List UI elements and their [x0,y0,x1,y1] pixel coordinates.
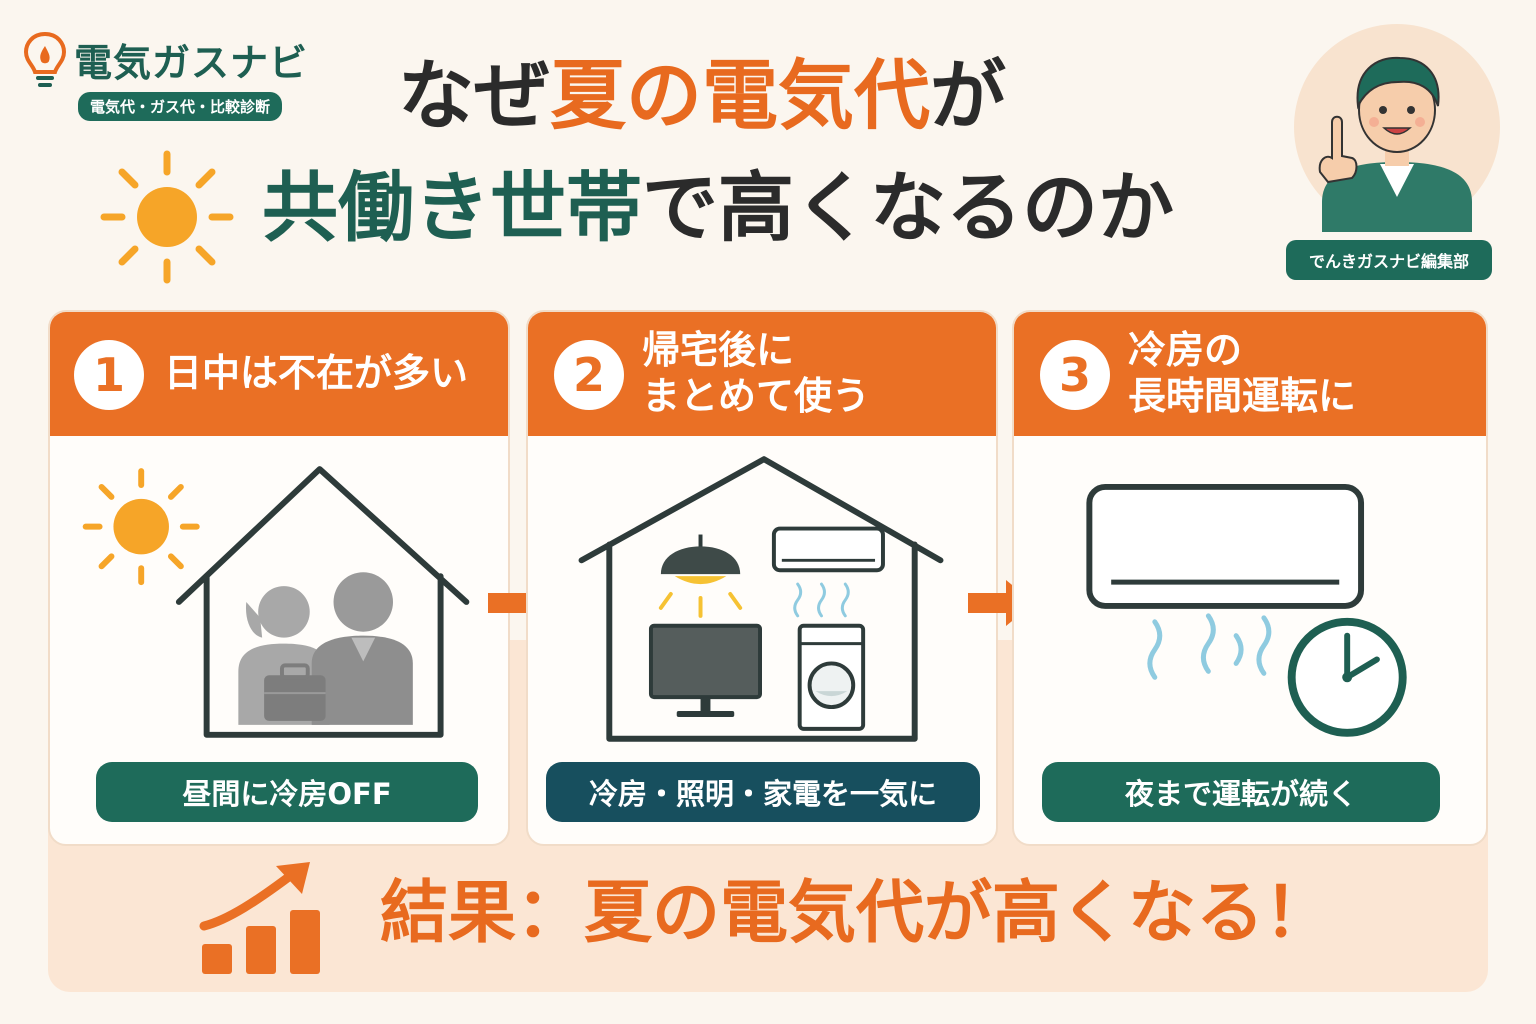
title-accent: 夏の電気代 [550,51,930,140]
step-heading-line: まとめて使う [642,374,871,418]
sun-icon [82,468,200,586]
rising-bar-chart-icon [199,862,320,974]
editor-label: でんきガスナビ編集部 [1286,240,1492,280]
step-header: 2 帰宅後に まとめて使う [528,312,996,436]
step-summary-pill: 昼間に冷房OFF [96,762,478,822]
tv-icon [648,623,762,717]
air-conditioner-icon [771,526,885,618]
step-panel-1: 1 日中は不在が多い [48,310,510,846]
step-panel-2: 2 帰宅後に まとめて使う [526,310,998,846]
air-conditioner-icon [1086,483,1407,737]
step-heading: 日中は不在が多い [164,312,468,436]
title-prefix: なぜ [398,51,550,140]
result-text: 結果：夏の電気代が高くなる！ [380,874,1333,953]
step-heading: 帰宅後に まとめて使う [642,312,870,436]
step-heading: 冷房の 長時間運転に [1128,312,1356,436]
step-header: 3 冷房の 長時間運転に [1014,312,1486,436]
ceiling-lamp-icon [658,534,743,618]
editor-avatar: でんきガスナビ編集部 [1286,22,1504,280]
step-number: 3 [1040,340,1110,410]
step-number: 2 [554,340,624,410]
briefcase-icon [264,663,326,721]
sun-icon [100,150,234,284]
page-title-line2: 共働き世帯で高くなるのか [262,170,1272,246]
logo: 電気ガスナビ 電気代・ガス代・比較診断 [22,26,322,126]
person-pointing-icon [1294,24,1500,232]
house-icon [578,456,944,742]
page-title-line1: なぜ夏の電気代が [398,58,1158,134]
lightbulb-flame-icon [23,31,67,87]
step-summary-pill: 夜まで運転が続く [1042,762,1440,822]
logo-tagline: 電気代・ガス代・比較診断 [78,92,283,121]
title-suffix: が [930,51,1006,140]
step-panel-3: 3 冷房の 長時間運転に 夜まで運転が続く [1012,310,1488,846]
clock-icon [1287,617,1407,737]
step-heading-line: 日中は不在が多い [164,351,469,396]
logo-name: 電気ガスナビ [74,41,309,85]
title-green: 共働き世帯 [262,163,642,252]
step-number: 1 [74,340,144,410]
step-heading-line: 冷房の [1128,328,1243,373]
house-icon [82,466,470,738]
step-header: 1 日中は不在が多い [50,312,508,436]
washing-machine-icon [797,623,866,731]
step-heading-line: 帰宅後に [642,328,795,373]
step-heading-line: 長時間運転に [1128,374,1357,418]
title-suffix2: で高くなるのか [642,163,1174,252]
step-summary-pill: 冷房・照明・家電を一気に [546,762,980,822]
